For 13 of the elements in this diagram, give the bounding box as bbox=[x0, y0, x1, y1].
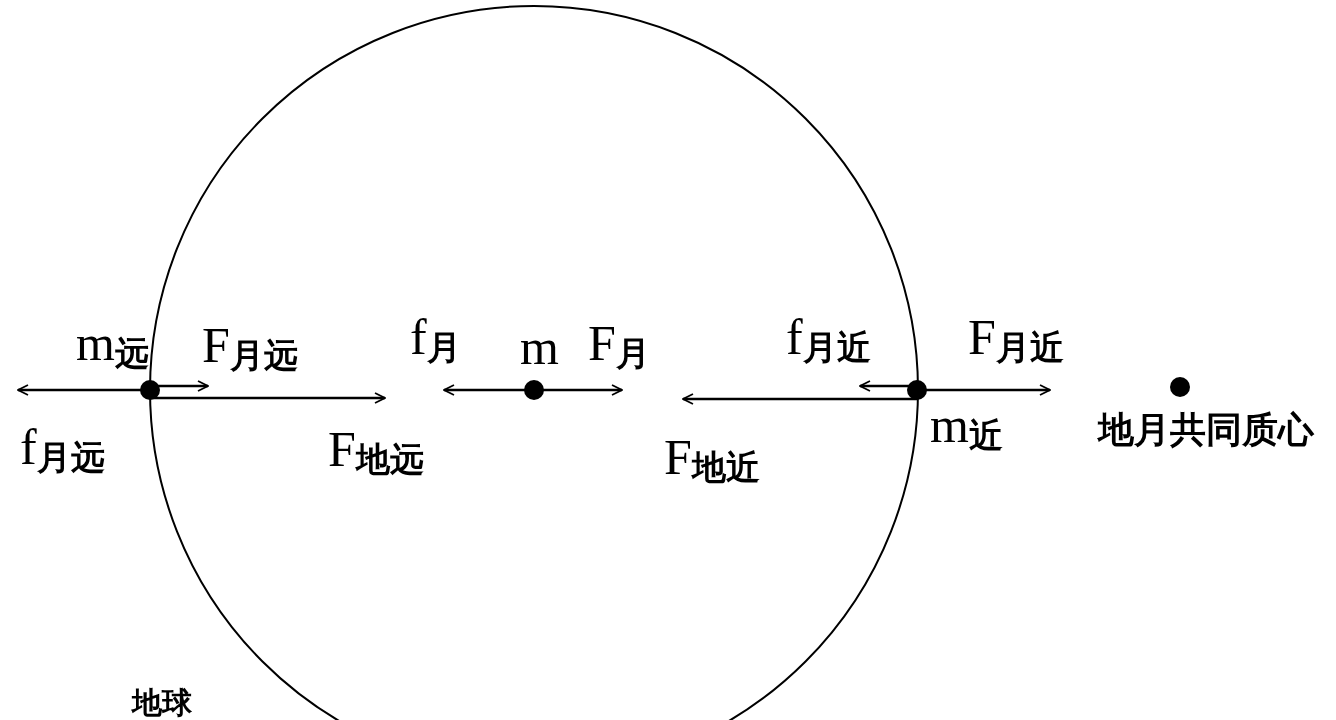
earth-label: 地球 bbox=[132, 688, 192, 718]
force-label: F$_{地近}$ bbox=[664, 432, 760, 485]
barycenter-label: 地月共同质心 bbox=[1098, 412, 1314, 448]
mass-label: m$_{远}$ bbox=[76, 318, 149, 371]
force-label: F$_{地远}$ bbox=[328, 424, 424, 477]
force-label: F$_{月远}$ bbox=[202, 320, 298, 373]
mass-label: m$_{近}$ bbox=[930, 400, 1003, 453]
force-label: F$_{月近}$ bbox=[968, 312, 1064, 365]
force-label: f$_{月}$ bbox=[410, 312, 461, 365]
force-label: f$_{月近}$ bbox=[786, 312, 871, 365]
mass-label: m bbox=[520, 322, 559, 372]
force-label: f$_{月远}$ bbox=[20, 422, 105, 475]
force-label: F$_{月}$ bbox=[588, 318, 650, 371]
